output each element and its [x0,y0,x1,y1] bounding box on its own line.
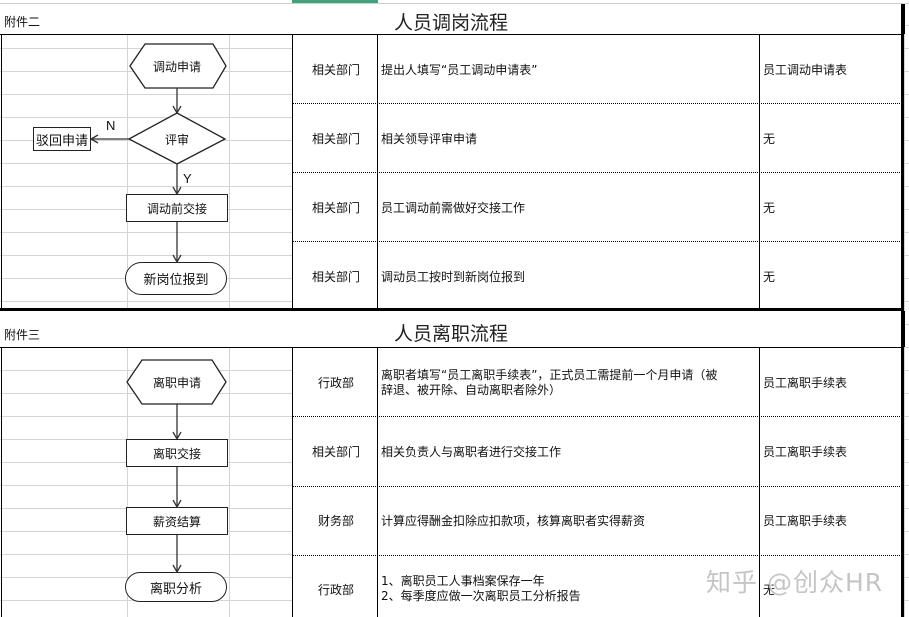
resignation-table-bg [293,348,902,617]
sheet-top-strip [0,0,909,4]
resignation-flowchart-connectors [126,359,227,574]
flow-step-handover: 调动前交接 [126,194,228,222]
department-cell: 相关部门 [311,445,360,459]
annex-label: 附件二 [4,15,41,29]
flow-start-apply-transfer: 调动申请 [152,60,201,74]
description-cell-line1: 离职者填写“员工离职手续表”，正式员工需提前一个月申请（被 [381,368,718,382]
flow-end-resign-analysis: 离职分析 [125,572,227,602]
flow-reject-box: 驳回申请 [33,127,91,151]
flow-end-new-post: 新岗位报到 [125,262,227,295]
flow-decision-review: 评审 [164,133,189,147]
description-cell: 相关负责人与离职者进行交接工作 [381,445,562,459]
department-cell: 行政部 [317,376,354,390]
section-divider [0,308,904,311]
row-separator [293,103,902,104]
form-cell: 员工离职手续表 [763,445,848,459]
section-title: 人员离职流程 [393,323,508,345]
flow-step-label: 离职交接 [152,446,201,461]
annex-label: 附件三 [4,328,41,342]
description-cell: 调动员工按时到新岗位报到 [381,270,526,284]
row-separator [293,241,902,242]
flow-step-resign-handover: 离职交接 [126,439,228,467]
row-separator [293,416,902,417]
description-cell: 相关领导评审申请 [381,132,478,146]
department-cell: 财务部 [317,514,354,528]
flow-step-salary-settlement: 薪资结算 [126,507,228,535]
transfer-flowchart-connectors [89,43,227,264]
flow-no-label: N [106,118,116,133]
department-cell: 相关部门 [311,270,360,284]
form-cell: 无 [763,270,776,284]
row-separator [293,555,902,556]
section-title: 人员调岗流程 [393,12,508,34]
description-cell-line1: 1、离职员工人事档案保存一年 [381,574,545,588]
flow-start-apply-resign: 离职申请 [152,376,201,390]
selected-cell-indicator[interactable] [292,0,378,3]
form-cell: 员工调动申请表 [763,63,848,77]
table-divider [759,347,760,617]
description-cell-line2: 辞退、被开除、自动离职者除外） [381,383,562,397]
table-border-right [901,308,904,617]
watermark: 知乎 @创众HR [706,568,884,597]
table-divider [292,347,293,617]
table-divider [292,34,293,309]
flow-step-label: 调动前交接 [146,201,207,216]
flow-end-label: 新岗位报到 [143,273,209,288]
flow-end-label: 离职分析 [149,581,202,597]
form-cell: 无 [763,201,776,215]
department-cell: 相关部门 [311,63,360,77]
table-border-top [0,34,902,35]
form-cell: 员工离职手续表 [763,514,848,528]
table-divider [377,347,378,617]
department-cell: 相关部门 [311,132,360,146]
section-title-row-resignation: 附件三 人员离职流程 [0,311,905,347]
form-cell: 无 [763,583,776,597]
form-cell: 无 [763,132,776,146]
section-title-row-transfer: 附件二 人员调岗流程 [0,4,905,34]
flow-step-label: 薪资结算 [152,514,201,529]
table-divider [759,34,760,309]
table-divider [377,34,378,309]
description-cell: 员工调动前需做好交接工作 [381,201,526,215]
description-cell: 提出人填写“员工调动申请表” [381,63,538,77]
department-cell: 行政部 [317,583,354,597]
row-separator [293,486,902,487]
form-cell: 员工离职手续表 [763,376,848,390]
flow-yes-label: Y [183,171,192,186]
table-border-top [0,347,902,348]
description-cell: 计算应得酬金扣除应扣款项，核算离职者实得薪资 [381,514,646,528]
flow-reject-label: 驳回申请 [35,133,88,149]
description-cell-line2: 2、每季度应做一次离职员工分析报告 [381,589,581,603]
column-gridline [904,0,905,617]
row-separator [293,172,902,173]
department-cell: 相关部门 [311,201,360,215]
